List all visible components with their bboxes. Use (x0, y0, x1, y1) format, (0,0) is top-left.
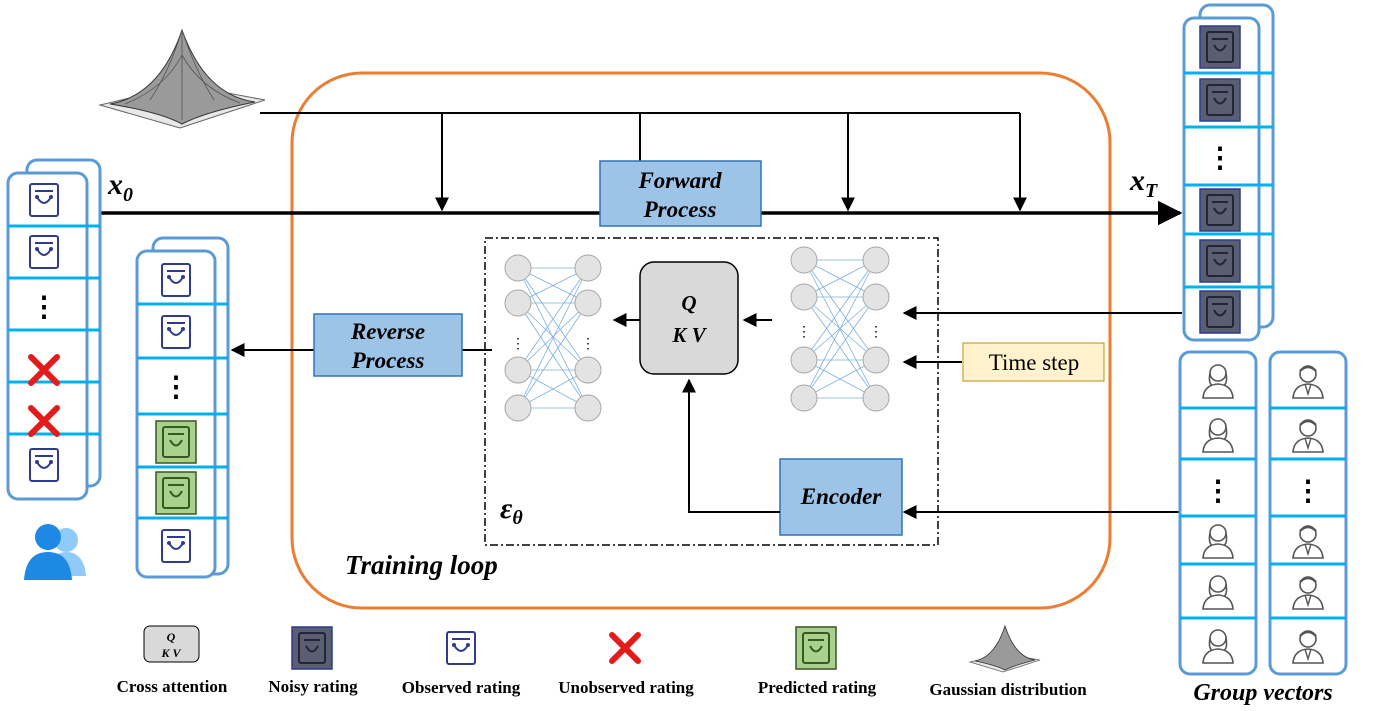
ellipsis: ⋮ (162, 372, 190, 403)
xT-label: xT (1129, 164, 1158, 202)
noisy-rating-icon (1199, 188, 1241, 232)
denoiser-box (484, 237, 939, 546)
predicted-rating-stack: ⋮ (135, 236, 230, 579)
xT-noisy-stack: ⋮ (1182, 3, 1275, 342)
observed-rating-icon (161, 315, 191, 349)
legend-gaussian-distribution-icon (968, 624, 1041, 673)
encoder-box: Encoder (779, 458, 903, 536)
reverse-process-label-2: Process (351, 348, 425, 373)
observed-rating-icon (161, 529, 191, 563)
ellipsis: ⋮ (511, 337, 525, 352)
cross-attention-block: Q K V (639, 261, 739, 375)
observed-rating-icon (29, 183, 59, 217)
left-neural-network: ⋮ ⋮ (504, 254, 602, 422)
ellipsis: ⋮ (1206, 143, 1234, 174)
noisy-rating-icon (1199, 239, 1241, 283)
epsilon-theta-label: εθ (500, 492, 523, 529)
svg-text:K V: K V (160, 646, 181, 660)
legend: Q K V Cross attention Noisy rating Obser… (117, 624, 1087, 699)
ellipsis: ⋮ (30, 292, 58, 323)
observed-rating-icon (29, 235, 59, 269)
legend-unobserved-rating: Unobserved rating (558, 678, 694, 697)
noisy-rating-icon (1199, 25, 1241, 69)
legend-observed-rating: Observed rating (402, 678, 521, 697)
svg-text:Q: Q (167, 630, 176, 644)
encoder-label: Encoder (800, 484, 883, 509)
ellipsis: ⋮ (1204, 476, 1232, 507)
qkv-label-2: K V (671, 323, 707, 347)
ellipsis: ⋮ (581, 337, 595, 352)
reverse-process-label-1: Reverse (350, 319, 425, 344)
right-neural-network: ⋮ ⋮ (790, 246, 890, 412)
reverse-process-box: Reverse Process (313, 313, 463, 377)
training-loop-frame (290, 71, 1112, 610)
observed-rating-icon (161, 263, 191, 297)
encoder-to-qkv-arrow (682, 378, 780, 513)
legend-noisy-rating-icon (291, 626, 333, 670)
legend-cross-attention-icon: Q K V (143, 625, 200, 663)
qkv-label-1: Q (681, 291, 696, 315)
legend-noisy-rating: Noisy rating (268, 677, 358, 696)
ellipsis: ⋮ (869, 325, 883, 340)
forward-process-label-2: Process (643, 197, 717, 222)
time-step-label: Time step (989, 350, 1080, 375)
noisy-rating-icon (1199, 290, 1241, 334)
noisy-rating-icon (1199, 78, 1241, 122)
ellipsis: ⋮ (1294, 476, 1322, 507)
training-loop-label: Training loop (345, 550, 498, 580)
noise-connectors (260, 112, 1027, 212)
legend-predicted-rating: Predicted rating (758, 678, 877, 697)
group-vectors-man-stack: ⋮ (1268, 350, 1348, 676)
legend-predicted-rating-icon (795, 626, 837, 670)
time-step-box: Time step (962, 342, 1105, 382)
x0-rating-stack: ⋮ (6, 158, 102, 501)
x0-label: x0 (107, 168, 133, 206)
group-vectors-label: Group vectors (1193, 680, 1332, 706)
user-icon (24, 524, 86, 580)
forward-process-box: Forward Process (599, 160, 762, 227)
forward-process-label-1: Forward (637, 168, 722, 193)
legend-observed-rating-icon (446, 631, 476, 665)
legend-cross-attention: Cross attention (117, 677, 228, 696)
legend-unobserved-rating-icon (612, 635, 638, 661)
group-vectors-woman-stack: ⋮ (1178, 350, 1258, 676)
legend-gaussian-distribution: Gaussian distribution (929, 680, 1087, 699)
gaussian-distribution-icon (98, 28, 266, 129)
predicted-rating-icon (155, 471, 197, 515)
ellipsis: ⋮ (797, 325, 811, 340)
predicted-rating-icon (155, 420, 197, 464)
observed-rating-icon (29, 448, 59, 482)
